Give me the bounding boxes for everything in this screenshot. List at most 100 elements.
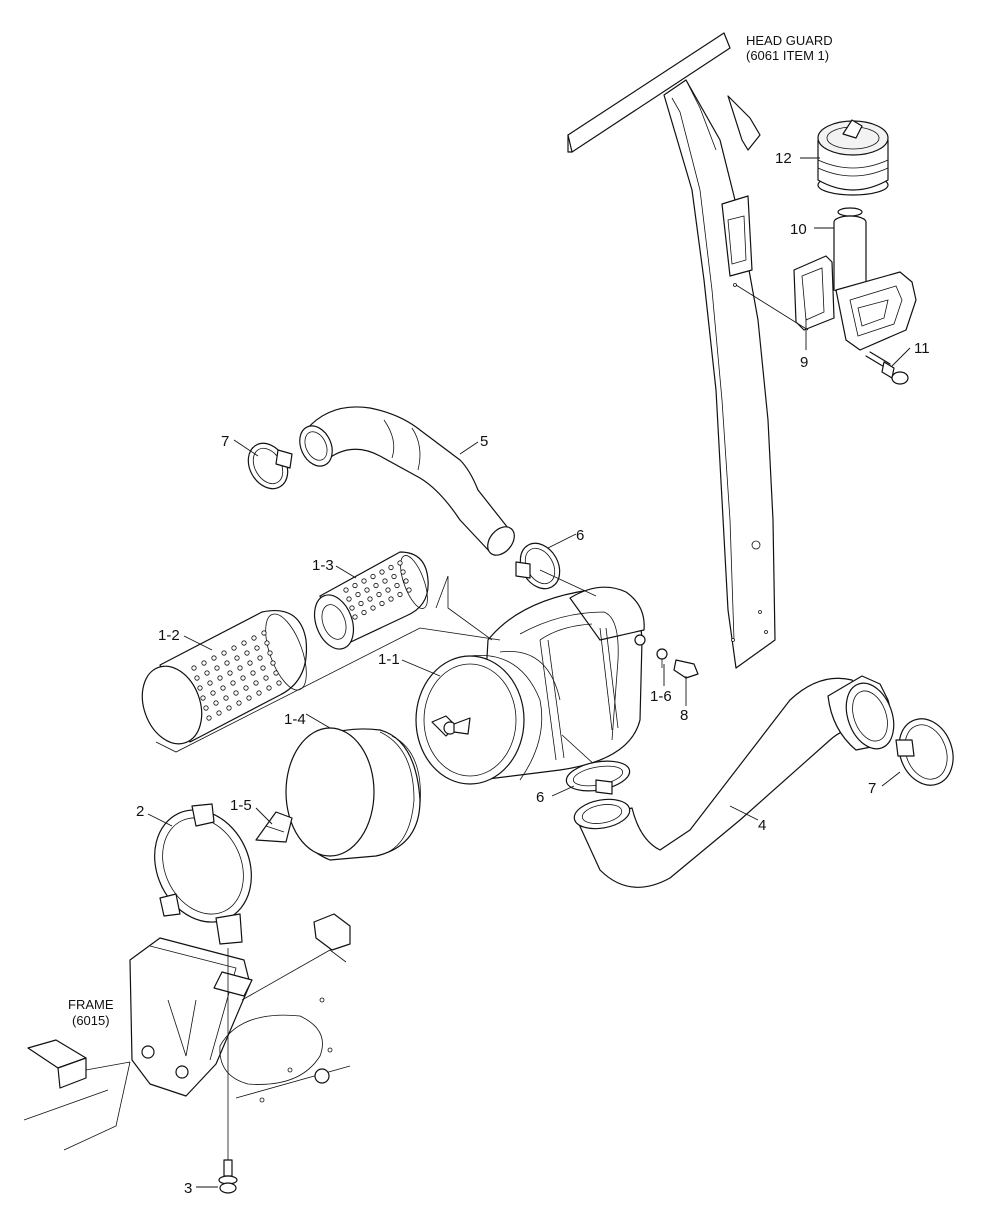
callout-5: 5	[480, 433, 488, 450]
perforation-hole	[385, 587, 391, 593]
hose-clamp-upper	[247, 442, 293, 490]
perforation-hole	[200, 695, 206, 701]
perforation-hole	[370, 573, 376, 580]
perforation-hole	[376, 591, 382, 598]
perforation-hole	[251, 635, 257, 641]
perforation-hole	[379, 600, 385, 607]
perforation-hole	[273, 670, 279, 676]
perforation-hole	[364, 587, 370, 593]
perforation-hole	[400, 569, 406, 575]
perforation-hole	[403, 578, 409, 584]
head-guard-pillar	[567, 32, 776, 669]
perforation-hole	[266, 685, 272, 691]
frame-bracket	[23, 913, 351, 1151]
perforation-hole	[254, 645, 260, 651]
lower-hose	[573, 675, 895, 888]
perforation-hole	[343, 587, 349, 593]
head-guard-label-line2: (6061 ITEM 1)	[746, 48, 829, 63]
perforation-hole	[379, 569, 385, 575]
callout-4: 4	[758, 817, 766, 834]
callout-2: 2	[136, 803, 144, 820]
perforation-hole	[391, 573, 397, 580]
perforation-hole	[244, 650, 250, 656]
perforation-hole	[233, 690, 239, 696]
perforation-hole	[240, 675, 246, 681]
perforation-hole	[197, 685, 203, 691]
perforation-hole	[253, 680, 259, 686]
bolt-3	[218, 948, 238, 1194]
perforation-hole	[234, 655, 240, 661]
perforation-hole	[236, 700, 242, 706]
fitting-1-6	[656, 648, 668, 668]
dust-valve-1-5	[255, 811, 293, 843]
perforation-hole	[397, 560, 403, 566]
perforation-hole	[257, 655, 263, 661]
perforation-hole	[250, 670, 256, 676]
perforation-hole	[367, 596, 373, 602]
callout-9: 9	[800, 354, 808, 371]
leader-lines	[147, 157, 911, 1188]
perforation-hole	[230, 680, 236, 686]
perforation-hole	[211, 655, 217, 661]
perforation-hole	[406, 587, 412, 593]
perforation-hole	[373, 582, 379, 589]
perforation-hole	[223, 695, 229, 701]
perforation-hole	[352, 582, 358, 589]
callout-7-upper: 7	[221, 433, 229, 450]
air-cleaner-body	[415, 586, 646, 785]
perforation-hole	[243, 685, 249, 691]
perforation-hole	[216, 710, 222, 716]
perforation-hole	[191, 665, 197, 671]
exploded-guides	[155, 569, 597, 767]
perforation-hole	[203, 705, 209, 711]
cover-1-4	[285, 727, 421, 861]
perforation-hole	[276, 680, 282, 686]
frame-label-line1: FRAME	[68, 997, 114, 1012]
callout-11: 11	[914, 340, 930, 357]
callout-1-1: 1-1	[378, 651, 400, 668]
callout-6-upper: 6	[576, 527, 584, 544]
perforation-hole	[352, 614, 358, 620]
head-guard-label-line1: HEAD GUARD	[746, 33, 833, 48]
upper-hose	[299, 406, 515, 556]
hose-clamp-6-upper	[515, 542, 561, 590]
perforation-hole	[264, 640, 270, 646]
perforation-hole	[388, 596, 394, 602]
perforation-hole	[237, 665, 243, 671]
perforation-hole	[204, 670, 210, 676]
perforation-hole	[370, 605, 376, 611]
perforation-hole	[346, 596, 352, 602]
perforation-hole	[231, 645, 237, 651]
perforation-hole	[224, 660, 230, 666]
pre-cleaner-assembly	[735, 119, 917, 385]
perforation-hole	[261, 630, 267, 636]
hose-clamp-7-lower	[895, 718, 954, 786]
perforation-hole	[220, 685, 226, 691]
callout-1-4: 1-4	[284, 711, 306, 728]
perforation-hole	[227, 670, 233, 676]
perforation-hole	[388, 564, 394, 571]
evacuator-valve-8	[673, 659, 699, 679]
perforation-hole	[355, 591, 361, 598]
callout-10: 10	[790, 221, 807, 238]
perforation-hole	[256, 690, 262, 696]
perforation-hole	[207, 680, 213, 686]
perforation-hole	[226, 705, 232, 711]
perforation-hole	[217, 675, 223, 681]
callout-8: 8	[680, 707, 688, 724]
perforation-hole	[206, 715, 212, 721]
perforation-hole	[241, 640, 247, 646]
perforation-hole	[270, 660, 276, 666]
frame-label-line2: (6015)	[72, 1013, 110, 1028]
callout-1-3: 1-3	[312, 557, 334, 574]
callout-7-lower: 7	[868, 780, 876, 797]
mounting-band-2	[154, 803, 252, 945]
perforation-hole	[361, 578, 367, 584]
perforation-hole	[267, 650, 273, 656]
perforation-hole	[382, 578, 388, 584]
callout-1-5: 1-5	[230, 797, 252, 814]
perforation-hole	[246, 695, 252, 701]
perforation-hole	[358, 600, 364, 607]
callout-labels: HEAD GUARD (6061 ITEM 1) 12 10 9 11 7 5 …	[68, 33, 930, 1197]
